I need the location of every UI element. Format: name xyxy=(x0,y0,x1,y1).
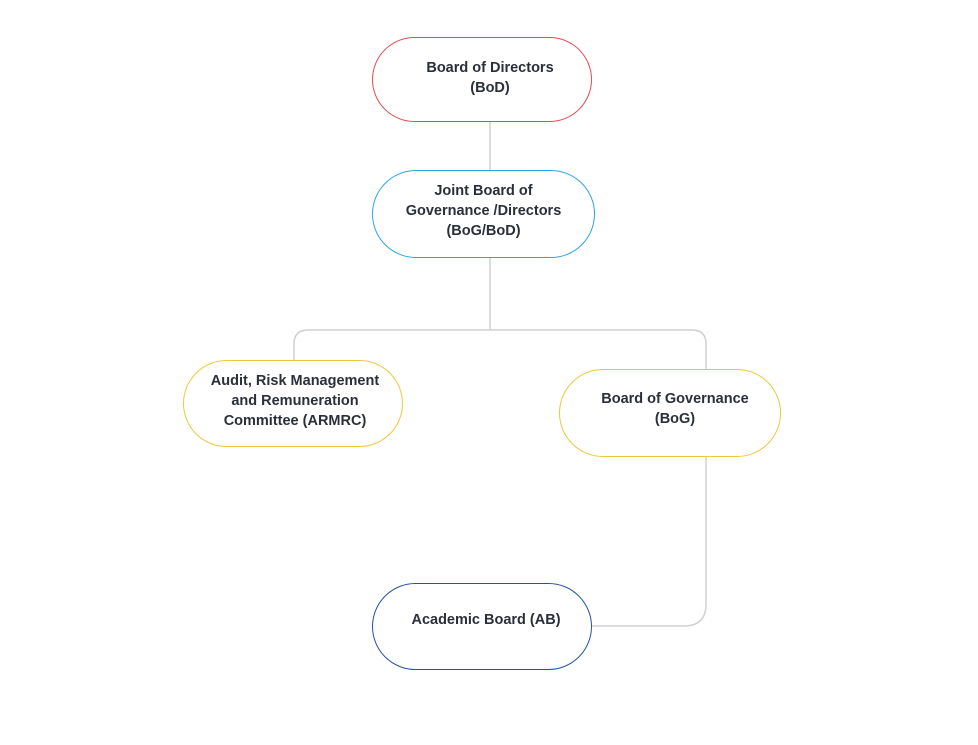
board-of-governance-label: Board of Governance (BoG) xyxy=(601,391,749,427)
connector-bog-to-ab xyxy=(592,457,707,627)
academic-board-node: Academic Board (AB) xyxy=(372,583,592,670)
armrc-committee-node: Audit, Risk Management and Remuneration … xyxy=(183,360,403,447)
academic-board-label: Academic Board (AB) xyxy=(411,611,561,628)
board-of-governance-node: Board of Governance (BoG) xyxy=(559,369,781,457)
board-of-directors-label: Board of Directors (BoD) xyxy=(426,59,554,96)
connector-joint-to-bog xyxy=(490,329,707,369)
board-of-directors-node: Board of Directors (BoD) xyxy=(372,37,592,122)
joint-board-label: Joint Board of Governance /Directors (Bo… xyxy=(405,183,562,239)
joint-board-node: Joint Board of Governance /Directors (Bo… xyxy=(372,170,595,258)
armrc-committee-label: Audit, Risk Management and Remuneration … xyxy=(210,372,380,429)
connector-joint-to-armrc xyxy=(293,329,490,360)
